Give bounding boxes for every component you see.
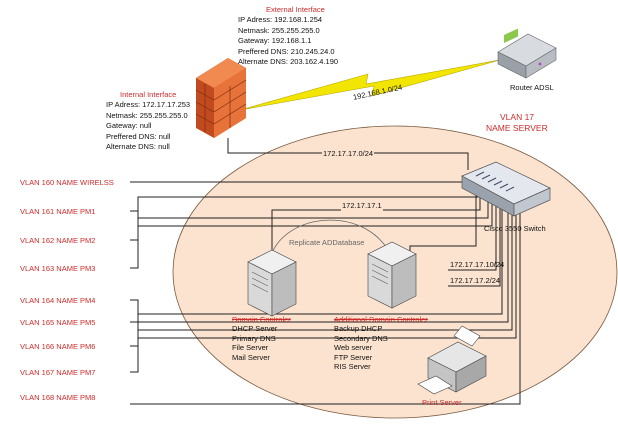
ext-ip: IP Adress: 192.168.1.254: [238, 15, 323, 24]
int-netmask: Netmask: 255.255.255.0: [106, 110, 188, 120]
replication-link: [269, 219, 393, 259]
adc-role: RIS Server: [334, 362, 371, 371]
gateway-ip-label: 172.17.17.1: [341, 200, 383, 211]
vlan-label-162: VLAN 162 NAME PM2: [20, 236, 96, 245]
connection-lines: [130, 59, 521, 405]
domain-controller-title: Domain Controler: [232, 315, 291, 324]
adc-role: Secondary DNS: [334, 333, 388, 343]
domain-controller-roles: DHCP Server Primary DNS File Server Mail…: [232, 324, 277, 362]
int-preferred-dns: Preffered DNS: null: [106, 131, 171, 141]
dc-role: Mail Server: [232, 352, 270, 362]
dc-role: File Server: [232, 343, 269, 352]
subnet-label: 172.17.17.0/24: [322, 148, 375, 159]
vlan17-name: NAME SERVER: [486, 123, 548, 133]
additional-dc-title: Additional Domain Controler: [334, 315, 428, 324]
adc-role: FTP Server: [334, 352, 373, 362]
ip-10-label: 172.17.17.10/24: [450, 260, 505, 269]
vlan-label-167: VLAN 167 NAME PM7: [20, 368, 96, 377]
additional-dc-roles: Backup DHCP Secondary DNS Web server FTP…: [334, 324, 388, 372]
external-interface-title: External Interface: [266, 5, 325, 14]
dc-role: Primary DNS: [232, 333, 276, 343]
vlan-label-166: VLAN 166 NAME PM6: [20, 342, 96, 351]
router-label: Router ADSL: [510, 83, 554, 92]
replicate-label: Replicate ADDatabase: [289, 237, 365, 248]
vlan-label-163: VLAN 163 NAME PM3: [20, 264, 96, 273]
printer-icon: [417, 325, 487, 395]
print-server-label: Print Server: [422, 398, 462, 407]
vlan-label-161: VLAN 161 NAME PM1: [20, 207, 96, 216]
int-alternate-dns: Alternate DNS: null: [106, 142, 170, 151]
int-gateway: Gateway: null: [106, 121, 152, 130]
wan-lightning-icon: [239, 59, 501, 111]
ext-preferred-dns: Preffered DNS: 210.245.24.0: [238, 46, 335, 56]
ext-gateway: Gateway: 192.168.1.1: [238, 36, 312, 45]
adc-role: Web server: [334, 343, 373, 352]
internal-interface-title: Internal Interface: [120, 90, 177, 99]
vlan-label-160: VLAN 160 NAME WIRELSS: [20, 178, 114, 187]
firewall-icon: [195, 58, 247, 138]
adc-role: Backup DHCP: [334, 324, 383, 333]
dc-role: DHCP Server: [232, 324, 278, 333]
router-icon: [497, 28, 557, 79]
switch-label: Cisco 3550 Switch: [484, 224, 546, 233]
switch-icon: [461, 161, 551, 217]
additional-dc-icon: [367, 241, 417, 309]
ip-2-label: 172.17.17.2/24: [450, 276, 501, 285]
external-interface-details: IP Adress: 192.168.1.254 Netmask: 255.25…: [238, 15, 338, 68]
vlan-label-164: VLAN 164 NAME PM4: [20, 296, 96, 305]
vlan17-title: VLAN 17: [500, 112, 535, 122]
vlan-label-168: VLAN 168 NAME PM8: [20, 393, 96, 402]
vlan-label-165: VLAN 165 NAME PM5: [20, 318, 96, 327]
ext-alternate-dns: Alternate DNS: 203.162.4.190: [238, 57, 339, 66]
int-ip: IP Adress: 172.17.17.253: [106, 100, 191, 109]
internal-interface-details: IP Adress: 172.17.17.253 Netmask: 255.25…: [106, 100, 190, 153]
ext-netmask: Netmask: 255.255.255.0: [238, 25, 320, 35]
domain-controller-icon: [247, 249, 297, 317]
